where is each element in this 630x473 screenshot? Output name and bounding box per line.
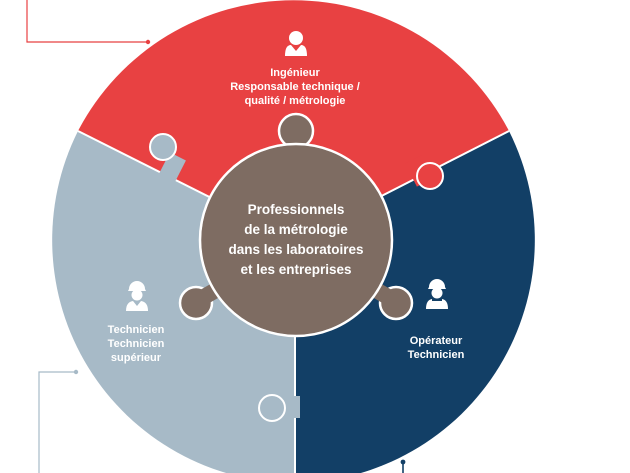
- segment-label-left: Technicien Technicien supérieur: [88, 323, 184, 365]
- center-label: Professionnels de la métrologie dans les…: [196, 200, 396, 280]
- engineer-icon: [285, 31, 307, 56]
- segment-left-line-1: Technicien: [107, 324, 165, 336]
- segment-left-line-2: Technicien: [107, 338, 165, 350]
- segment-label-top: Ingénieur Responsable technique / qualit…: [195, 66, 395, 108]
- worker-overalls-icon: [426, 279, 448, 309]
- center-circle-fill: [201, 145, 391, 335]
- connector-line-top: [26, 0, 148, 43]
- segment-right-line-2: Technicien: [407, 349, 465, 361]
- segment-left-line-3: supérieur: [110, 352, 162, 364]
- connector-line-left: [38, 371, 76, 473]
- segment-top-line-2: Responsable technique /: [230, 81, 360, 93]
- segment-label-right: Opérateur Technicien: [392, 334, 480, 362]
- puzzle-knobs: [149, 133, 444, 422]
- connector-dot-top: [145, 39, 151, 45]
- center-line-3: dans les laboratoires: [228, 242, 364, 257]
- center-line-4: et les entreprises: [240, 262, 352, 277]
- segment-top-line-3: qualité / métrologie: [244, 95, 346, 107]
- technician-hardhat-icon: [126, 281, 148, 311]
- segment-right-line-1: Opérateur: [409, 335, 463, 347]
- center-line-1: Professionnels: [247, 202, 345, 217]
- segment-top-line-1: Ingénieur: [270, 67, 320, 79]
- connector-dot-bottom: [400, 459, 406, 465]
- connector-dot-left: [73, 369, 79, 375]
- center-line-2: de la métrologie: [244, 222, 348, 237]
